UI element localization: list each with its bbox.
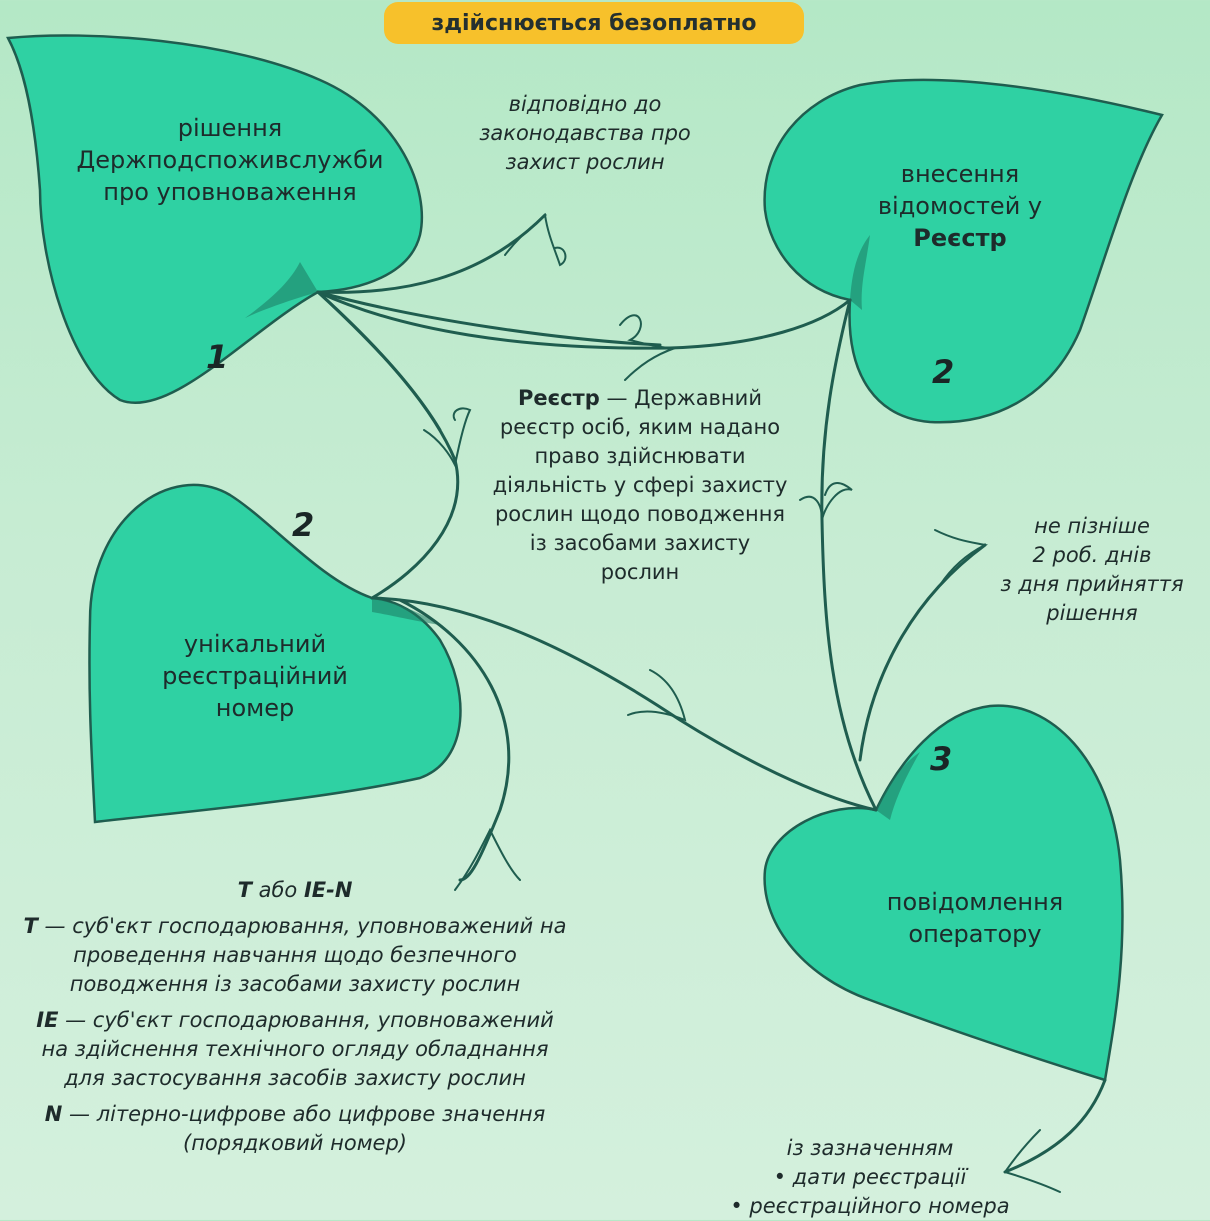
leaf-2-registry-label: внесення відомостей у Реєстр bbox=[830, 158, 1090, 254]
code-item-code: T bbox=[23, 914, 38, 938]
leaf-2-number-line: реєстраційний bbox=[162, 662, 348, 690]
code-format-ie-n: IE-N bbox=[303, 878, 353, 902]
notification-bullet: • реєстраційного номера bbox=[730, 1194, 1010, 1218]
leaf-2-number-label: унікальний реєстраційний номер bbox=[130, 628, 380, 724]
notification-bullet: • дати реєстрації bbox=[773, 1165, 967, 1189]
free-of-charge-badge: здійснюється безоплатно bbox=[384, 2, 804, 44]
law-note-line: відповідно до bbox=[508, 92, 662, 116]
leaf-2-number-line: унікальний bbox=[183, 630, 327, 658]
leaf-1-line: Держподспоживслужби bbox=[76, 146, 384, 174]
leaf-1-label: рішення Держподспоживслужби про уповнова… bbox=[60, 112, 400, 208]
registry-text: — Державний реєстр осіб, яким надано пра… bbox=[492, 386, 788, 584]
leaf-2-registry bbox=[763, 78, 1164, 424]
deadline-note: не пізніше 2 роб. днів з дня прийняття р… bbox=[982, 512, 1202, 628]
code-item-code: N bbox=[44, 1102, 63, 1126]
code-format: T або IE-N bbox=[20, 876, 570, 905]
law-note: відповідно до законодавства про захист р… bbox=[450, 90, 720, 177]
code-item-desc: — суб'єкт господарювання, уповноважений … bbox=[37, 914, 567, 996]
leaf-3-line: повідомлення bbox=[886, 888, 1064, 916]
leaf-1-line: рішення bbox=[177, 114, 283, 142]
notification-details: із зазначенням • дати реєстрації • реєст… bbox=[660, 1134, 1080, 1221]
notification-intro: із зазначенням bbox=[786, 1136, 954, 1160]
deadline-note-line: не пізніше bbox=[1034, 514, 1150, 538]
code-item-desc: — суб'єкт господарювання, уповноважений … bbox=[41, 1008, 554, 1090]
code-item-n: N — літерно-цифрове або цифрове значення… bbox=[20, 1100, 570, 1158]
code-item-ie: IE — суб'єкт господарювання, уповноважен… bbox=[20, 1006, 570, 1093]
leaf-2-registry-line: внесення bbox=[900, 160, 1020, 188]
law-note-line: законодавства про bbox=[479, 121, 691, 145]
deadline-note-line: з дня прийняття bbox=[1000, 572, 1184, 596]
leaf-2-number-number: 2 bbox=[292, 506, 315, 544]
code-item-t: T — суб'єкт господарювання, уповноважени… bbox=[20, 912, 570, 999]
code-item-desc: — літерно-цифрове або цифрове значення (… bbox=[62, 1102, 546, 1155]
leaf-3-label: повідомлення оператору bbox=[845, 886, 1105, 950]
leaf-2-registry-line: відомостей у bbox=[877, 192, 1043, 220]
leaf-1-line: про уповноваження bbox=[103, 178, 357, 206]
arrow-heads bbox=[423, 212, 1061, 1193]
code-format-or: або bbox=[251, 878, 304, 902]
leaf-1-number: 1 bbox=[206, 338, 229, 376]
code-format-t: T bbox=[237, 878, 252, 902]
leaf-2-registry-bold-line: Реєстр bbox=[913, 224, 1007, 252]
leaf-3-number: 3 bbox=[930, 740, 953, 778]
deadline-note-line: рішення bbox=[1046, 601, 1138, 625]
code-legend: T або IE-N T — суб'єкт господарювання, у… bbox=[20, 876, 570, 1165]
leaf-3-line: оператору bbox=[908, 920, 1042, 948]
leaf-2-number-line: номер bbox=[215, 694, 295, 722]
code-item-code: IE bbox=[36, 1008, 59, 1032]
leaf-2-number bbox=[88, 483, 462, 824]
deadline-note-line: 2 роб. днів bbox=[1032, 543, 1152, 567]
law-note-line: захист рослин bbox=[505, 150, 665, 174]
leaf-1 bbox=[6, 34, 424, 404]
registry-definition: Реєстр — Державний реєстр осіб, яким над… bbox=[490, 384, 790, 587]
leaf-2-registry-number: 2 bbox=[932, 353, 955, 391]
registry-term: Реєстр bbox=[518, 386, 600, 410]
